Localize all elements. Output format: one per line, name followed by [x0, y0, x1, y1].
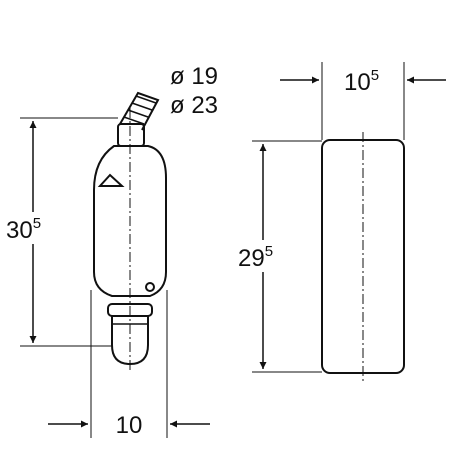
- width-dimension-right: 105: [280, 62, 446, 140]
- width-label-right-main: 10: [344, 69, 371, 96]
- screw-icon: [145, 282, 155, 292]
- width-label-left: 10: [116, 412, 143, 439]
- width-dimension-left: 10: [48, 290, 210, 439]
- angled-inlet-nozzle: [119, 91, 160, 131]
- height-label-left-sup: 5: [33, 215, 41, 232]
- valve-body: [93, 145, 167, 297]
- height-label-left-main: 30: [6, 217, 33, 244]
- height-dimension-left: 305: [4, 117, 118, 347]
- height-dimension-right: 295: [236, 140, 322, 373]
- side-tab: [97, 173, 125, 187]
- width-label-right-sup: 5: [371, 67, 379, 84]
- pipe-diameter-large-label: ø 23: [170, 92, 218, 119]
- inlet-neck: [117, 123, 145, 147]
- height-label-right-main: 29: [238, 245, 265, 272]
- fitting-part: [93, 91, 167, 372]
- svg-text:105: 105: [344, 67, 379, 96]
- svg-text:295: 295: [238, 243, 273, 272]
- svg-text:305: 305: [6, 215, 41, 244]
- height-label-right-sup: 5: [265, 243, 273, 260]
- pipe-diameter-small-label: ø 19: [170, 63, 218, 90]
